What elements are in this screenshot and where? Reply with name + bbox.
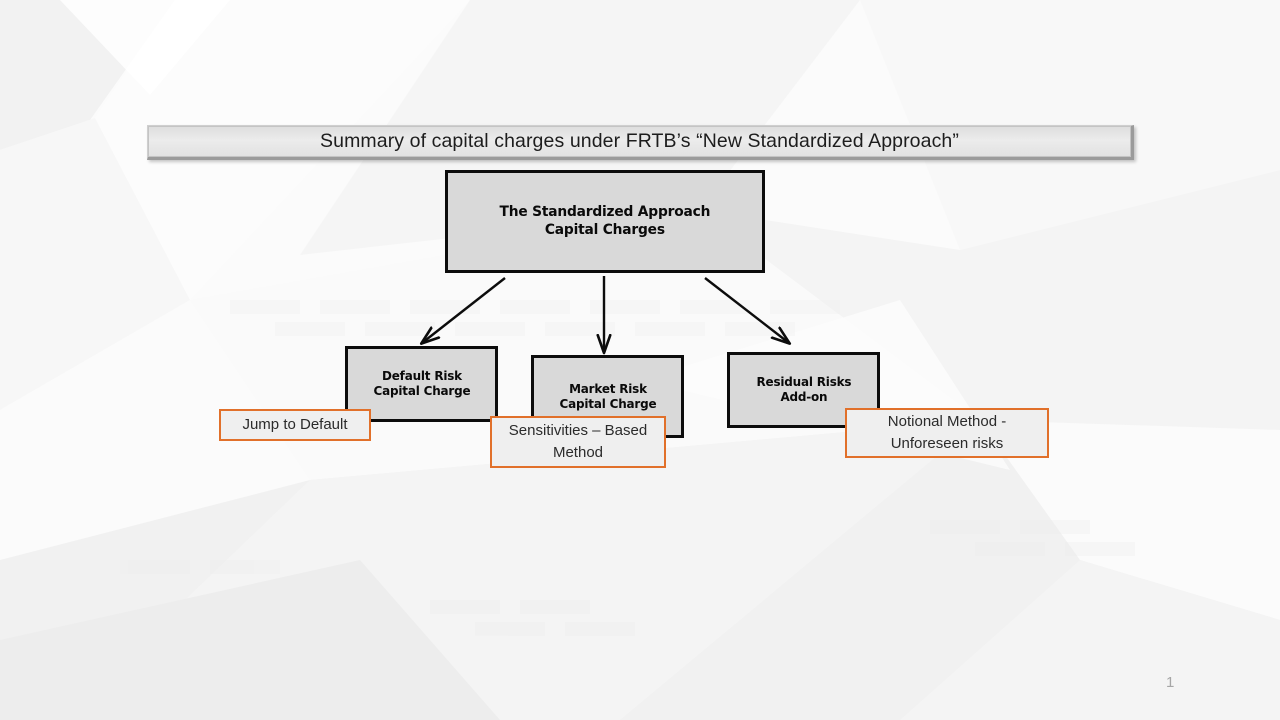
callout-label-sensitivities-line1: Sensitivities – Based bbox=[508, 422, 648, 440]
node-label-residual-risks: Residual Risks Add-on bbox=[756, 374, 851, 405]
callout-label-sensitivities: Sensitivities – Based Method bbox=[509, 420, 647, 464]
node-label-market-risk: Market Risk Capital Charge bbox=[559, 380, 656, 412]
callout-label-notional: Notional Method - Unforeseen risks bbox=[888, 411, 1006, 455]
arrow-to-default-risk bbox=[422, 277, 506, 343]
node-label-root-line2: Capital Charges bbox=[545, 221, 665, 238]
callout-notional-method-unforeseen-risks[interactable]: Notional Method - Unforeseen risks bbox=[845, 408, 1049, 458]
node-label-market-risk-line2: Capital Charge bbox=[559, 395, 656, 411]
slide-title-banner-inner: Summary of capital charges under FRTB’s … bbox=[148, 126, 1131, 157]
node-standardized-approach-capital-charges[interactable]: The Standardized Approach Capital Charge… bbox=[445, 170, 765, 273]
node-label-default-risk: Default Risk Capital Charge bbox=[373, 368, 470, 399]
node-label-root-line1: The Standardized Approach bbox=[499, 204, 711, 221]
node-label-market-risk-line1: Market Risk bbox=[568, 380, 647, 396]
slide-number: 1 bbox=[1166, 674, 1175, 691]
callout-jump-to-default[interactable]: Jump to Default bbox=[219, 409, 371, 441]
callout-label-notional-line2: Unforeseen risks bbox=[890, 435, 1004, 452]
callout-label-jump-to-default-line1: Jump to Default bbox=[242, 416, 348, 434]
arrow-to-residual-risks bbox=[704, 277, 789, 343]
callout-label-jump-to-default: Jump to Default bbox=[242, 414, 347, 436]
node-label-residual-risks-line2: Add-on bbox=[780, 389, 827, 404]
callout-sensitivities-based-method[interactable]: Sensitivities – Based Method bbox=[490, 416, 666, 468]
callout-label-sensitivities-line2: Method bbox=[552, 444, 604, 461]
node-label-residual-risks-line1: Residual Risks bbox=[756, 374, 851, 390]
page-title: Summary of capital charges under FRTB’s … bbox=[320, 130, 959, 152]
node-label-default-risk-line2: Capital Charge bbox=[373, 383, 470, 398]
node-label-root: The Standardized Approach Capital Charge… bbox=[500, 204, 711, 238]
node-label-default-risk-line1: Default Risk bbox=[381, 368, 462, 384]
slide-title-banner: Summary of capital charges under FRTB’s … bbox=[147, 125, 1134, 160]
callout-label-notional-line1: Notional Method - bbox=[887, 413, 1007, 431]
